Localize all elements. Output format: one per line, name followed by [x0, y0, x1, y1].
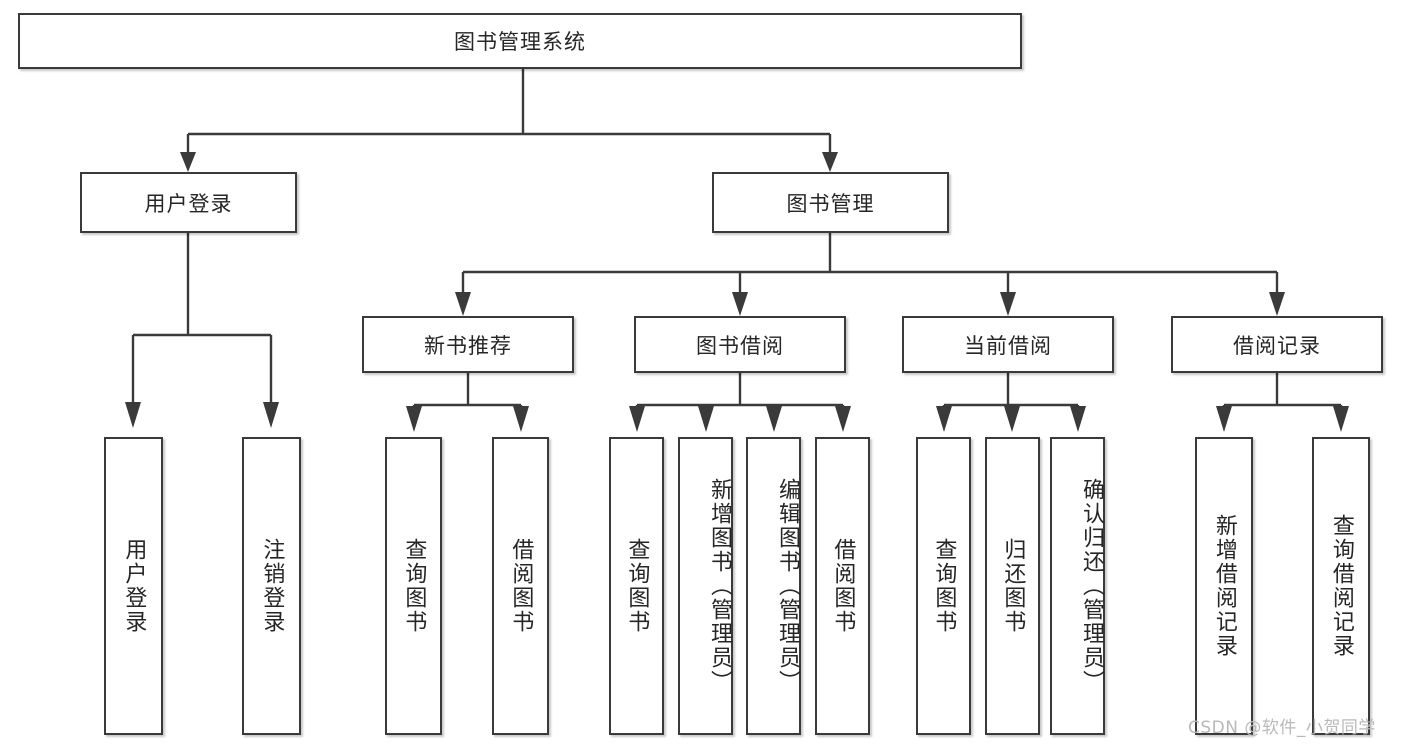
node-book-manage[interactable]: 图书管理: [712, 172, 949, 233]
arrow-to-book-borrow: [732, 292, 748, 316]
node-book-manage-label: 图书管理: [786, 191, 875, 216]
arrow-to-book-manage: [822, 152, 838, 172]
node-user-login-label: 用户登录: [144, 191, 233, 216]
arrow-leaf-confirm-return: [1070, 406, 1086, 432]
leaf-add-book-label: 新增图书（管理员）: [707, 478, 732, 694]
node-root[interactable]: 图书管理系统: [18, 13, 1022, 69]
leaf-query-record-label: 查询借阅记录: [1328, 514, 1354, 658]
leaf-borrow-book-1-label: 借阅图书: [508, 538, 534, 634]
leaf-query-book-1[interactable]: 查询图书: [385, 437, 442, 735]
arrow-leaf-query-book-1: [406, 406, 422, 432]
leaf-confirm-return[interactable]: 确认归还（管理员）: [1050, 437, 1105, 735]
node-new-book-recommend-label: 新书推荐: [424, 333, 512, 358]
leaf-user-login-label: 用户登录: [121, 538, 147, 634]
leaf-borrow-book-2[interactable]: 借阅图书: [815, 437, 870, 735]
leaf-logout[interactable]: 注销登录: [242, 437, 301, 735]
arrow-leaf-edit-book: [766, 406, 782, 432]
leaf-query-book-3[interactable]: 查询图书: [916, 437, 971, 735]
leaf-user-login[interactable]: 用户登录: [104, 437, 163, 735]
leaf-add-record[interactable]: 新增借阅记录: [1195, 437, 1253, 735]
leaf-add-book[interactable]: 新增图书（管理员）: [678, 437, 733, 735]
node-current-borrow[interactable]: 当前借阅: [902, 316, 1114, 373]
arrow-leaf-return-book: [1004, 406, 1020, 432]
leaf-return-book-label: 归还图书: [1000, 538, 1026, 634]
leaf-logout-label: 注销登录: [259, 538, 285, 634]
leaf-edit-book[interactable]: 编辑图书（管理员）: [746, 437, 801, 735]
node-current-borrow-label: 当前借阅: [964, 333, 1052, 358]
watermark: CSDN @软件_小贺同学: [1188, 718, 1376, 738]
leaf-query-book-1-label: 查询图书: [401, 538, 427, 634]
leaf-query-book-2[interactable]: 查询图书: [609, 437, 664, 735]
arrow-leaf-add-book: [698, 406, 714, 432]
leaf-borrow-book-2-label: 借阅图书: [830, 538, 856, 634]
arrow-leaf-borrow-book-1: [513, 406, 529, 432]
arrow-to-current-borrow: [1000, 292, 1016, 316]
leaf-query-book-3-label: 查询图书: [931, 538, 957, 634]
arrow-leaf-query-book-2: [629, 406, 645, 432]
arrow-leaf-borrow-book-2: [835, 406, 851, 432]
leaf-return-book[interactable]: 归还图书: [985, 437, 1040, 735]
leaf-confirm-return-label: 确认归还（管理员）: [1079, 478, 1104, 694]
node-borrow-record[interactable]: 借阅记录: [1171, 316, 1383, 373]
arrow-leaf-query-record: [1333, 406, 1349, 432]
node-root-label: 图书管理系统: [454, 30, 586, 54]
leaf-edit-book-label: 编辑图书（管理员）: [775, 478, 800, 694]
node-borrow-record-label: 借阅记录: [1233, 333, 1321, 358]
leaf-query-record[interactable]: 查询借阅记录: [1312, 437, 1370, 735]
arrow-to-user-login: [180, 152, 196, 172]
arrow-leaf-add-record: [1216, 406, 1232, 432]
node-new-book-recommend[interactable]: 新书推荐: [362, 316, 574, 373]
leaf-query-book-2-label: 查询图书: [624, 538, 650, 634]
arrow-leaf-query-book-3: [936, 406, 952, 432]
node-book-borrow[interactable]: 图书借阅: [634, 316, 846, 373]
node-book-borrow-label: 图书借阅: [696, 333, 784, 358]
arrow-to-borrow-record: [1269, 292, 1285, 316]
leaf-add-record-label: 新增借阅记录: [1211, 514, 1237, 658]
leaf-borrow-book-1[interactable]: 借阅图书: [492, 437, 549, 735]
node-user-login[interactable]: 用户登录: [80, 172, 297, 233]
arrow-to-new-book-rec: [455, 292, 471, 316]
arrow-leaf-logout: [263, 402, 279, 428]
arrow-leaf-user-login: [125, 402, 141, 428]
